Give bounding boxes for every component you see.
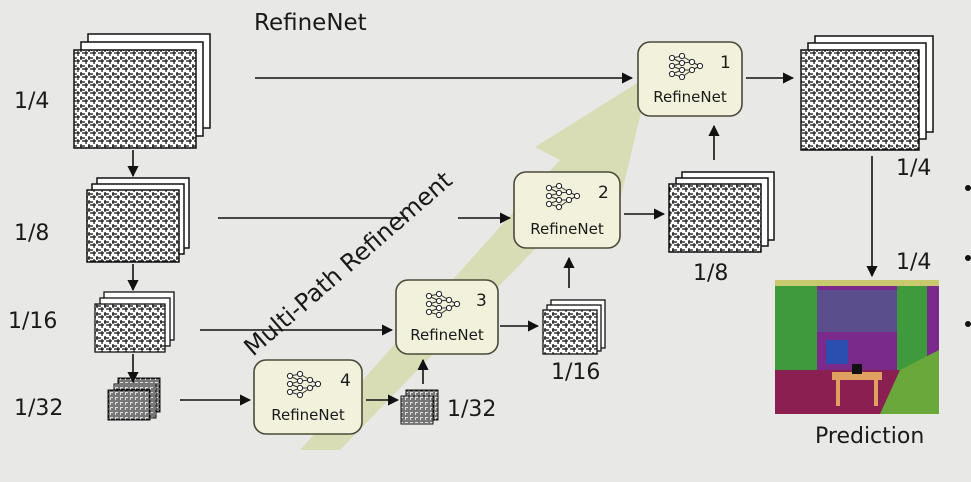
refinenet-label: RefineNet [530,220,604,238]
output-stack-1-8 [668,171,775,253]
prediction-image [775,280,939,414]
feature-stack-1-4 [73,33,211,149]
refinenet-number: 4 [340,371,351,391]
scale-label-1-32: 1/32 [14,396,64,421]
network-icon [286,370,322,399]
output-label-1-4-top: 1/4 [896,156,932,181]
refinenet-number: 1 [720,53,731,73]
feature-stack-1-16 [94,291,175,353]
output-stack-1-16 [542,299,606,355]
refinenet-number: 3 [476,291,487,311]
refinenet-number: 2 [598,183,609,203]
bullet-dot [965,321,971,327]
bullet-dot [965,255,971,261]
output-label-1-16: 1/16 [551,360,601,385]
network-icon [545,182,581,211]
feature-stack-1-8 [86,177,190,263]
network-icon [668,52,704,81]
scale-label-1-4: 1/4 [14,89,50,114]
feature-stack-1-32 [107,377,161,421]
bullet-dot [965,185,971,191]
arrows [127,72,878,406]
output-stack-1-4 [800,35,934,151]
multi-path-arrow [300,75,650,450]
diagram-title: RefineNet [254,10,367,36]
refinenet-label: RefineNet [271,406,345,424]
scale-label-1-16: 1/16 [8,309,58,334]
prediction-label: Prediction [815,424,925,449]
output-stack-1-32 [400,389,439,425]
network-icon [425,290,461,319]
output-label-1-4-bottom: 1/4 [896,250,932,275]
refinenet-label: RefineNet [410,326,484,344]
refinenet-label: RefineNet [653,88,727,106]
output-label-1-8: 1/8 [693,261,729,286]
output-label-1-32: 1/32 [447,397,497,422]
scale-label-1-8: 1/8 [14,221,50,246]
